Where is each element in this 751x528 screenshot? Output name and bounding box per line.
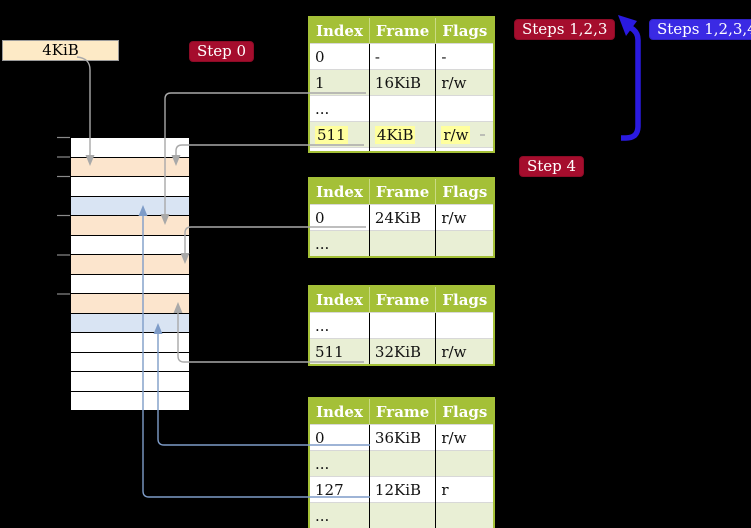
memory-frame-row	[71, 157, 189, 177]
table-row: ...	[309, 450, 495, 477]
table-row: 1 16KiB r/w	[309, 69, 495, 96]
table-row: ...	[309, 95, 495, 122]
column-header: Index	[309, 398, 370, 425]
table-row: ...	[309, 502, 495, 528]
column-header: Index	[309, 17, 370, 44]
recursive-arrow	[621, 25, 641, 141]
memory-frame-row	[71, 177, 189, 197]
memory-frame-row	[71, 372, 189, 392]
memory-frame-row	[71, 255, 189, 275]
column-header: Flags	[435, 178, 495, 205]
page-table-level3: Index Frame Flags 0 24KiB r/w ...	[308, 177, 496, 258]
memory-frame-row	[71, 196, 189, 216]
column-header: Frame	[368, 286, 436, 313]
column-header: Frame	[368, 17, 436, 44]
memory-frame-row	[71, 294, 189, 314]
table-row: ...	[309, 230, 495, 257]
memory-frame-row	[71, 235, 189, 255]
memory-frame-row	[71, 216, 189, 236]
table-row: 0 36KiB r/w	[309, 424, 495, 451]
table-row-highlighted: 511 4KiB r/w	[309, 121, 495, 148]
memory-frame-row	[71, 333, 189, 353]
column-header: Frame	[368, 398, 436, 425]
memory-tick-marks	[57, 136, 70, 295]
badge-steps123: Steps 1,2,3	[514, 19, 616, 40]
frame-size-label: 4KiB	[2, 40, 119, 61]
column-header: Flags	[435, 286, 495, 313]
page-table-level4: Index Frame Flags 0 - - 1 16KiB r/w ... …	[308, 16, 496, 153]
table-row: 0 - -	[309, 43, 495, 70]
column-header: Flags	[435, 398, 495, 425]
memory-frame-row	[71, 274, 189, 294]
recursive-arrowhead	[618, 15, 637, 36]
table-row: 511 32KiB r/w	[309, 338, 495, 365]
table-row: 0 24KiB r/w	[309, 204, 495, 231]
page-table-level2: Index Frame Flags ... 511 32KiB r/w	[308, 285, 496, 366]
column-header: Flags	[435, 17, 495, 44]
badge-step4: Step 4	[519, 156, 585, 177]
table-row: ...	[309, 312, 495, 339]
badge-steps1234: Steps 1,2,3,4	[649, 19, 751, 40]
memory-frame-row	[71, 352, 189, 372]
memory-frame-row	[71, 313, 189, 333]
physical-memory-column	[70, 137, 190, 411]
column-header: Frame	[368, 178, 436, 205]
table-row: 127 12KiB r	[309, 476, 495, 503]
column-header: Index	[309, 178, 370, 205]
column-header: Index	[309, 286, 370, 313]
table-row-clipped	[309, 147, 495, 152]
badge-step0: Step 0	[189, 41, 255, 62]
page-table-level1: Index Frame Flags 0 36KiB r/w ... 127 12…	[308, 397, 496, 528]
memory-frame-row	[71, 138, 189, 158]
memory-frame-row	[71, 391, 189, 410]
